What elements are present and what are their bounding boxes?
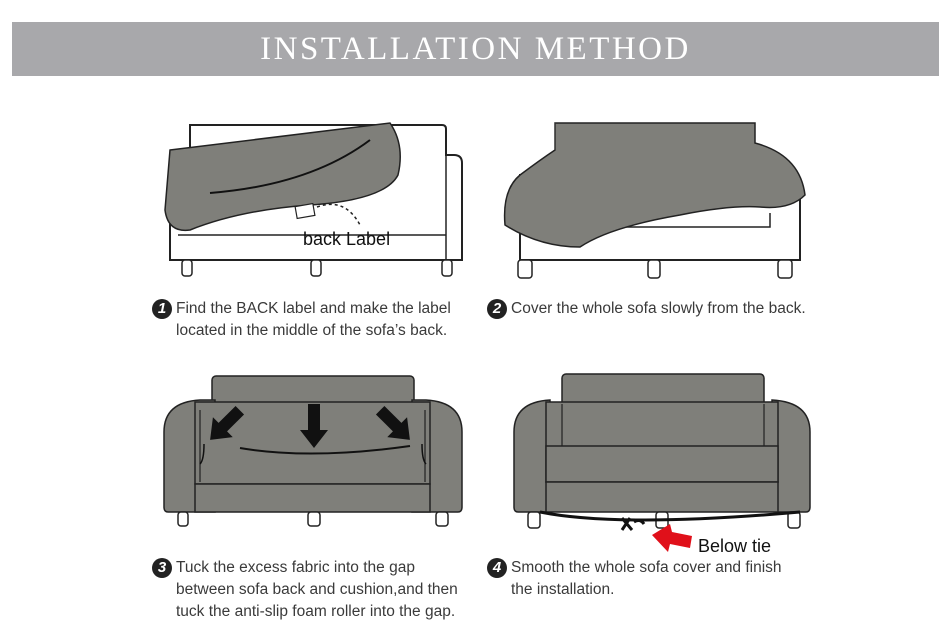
illustration-step-2 xyxy=(503,122,806,279)
back-label-text: back Label xyxy=(303,229,390,249)
page-title: INSTALLATION METHOD xyxy=(260,30,691,67)
step-4: 4 Smooth the whole sofa cover and finish… xyxy=(487,557,782,601)
step-2: 2 Cover the whole sofa slowly from the b… xyxy=(487,298,806,320)
illustration-step-3 xyxy=(163,375,463,527)
header-banner: INSTALLATION METHOD xyxy=(12,22,939,76)
step-3: 3 Tuck the excess fabric into the gap be… xyxy=(152,557,458,623)
illustration-step-4: Below tie xyxy=(513,373,811,556)
step-4-text: Smooth the whole sofa cover and finish t… xyxy=(511,559,782,598)
arrow-left-icon xyxy=(652,524,692,552)
step-1: 1 Find the BACK label and make the label… xyxy=(152,298,451,342)
number-badge-icon: 1 xyxy=(152,299,172,319)
arrow-down-icon xyxy=(300,404,328,448)
illustration-step-1: back Label xyxy=(164,122,463,277)
below-tie-label: Below tie xyxy=(698,536,771,556)
step-3-text: Tuck the excess fabric into the gap betw… xyxy=(176,559,458,620)
number-badge-icon: 2 xyxy=(487,299,507,319)
arrow-down-right-icon xyxy=(375,405,410,440)
step-2-text: Cover the whole sofa slowly from the bac… xyxy=(511,300,806,317)
number-badge-icon: 3 xyxy=(152,558,172,578)
arrow-down-left-icon xyxy=(210,405,245,440)
step-1-text: Find the BACK label and make the label l… xyxy=(176,300,451,339)
number-badge-icon: 4 xyxy=(487,558,507,578)
